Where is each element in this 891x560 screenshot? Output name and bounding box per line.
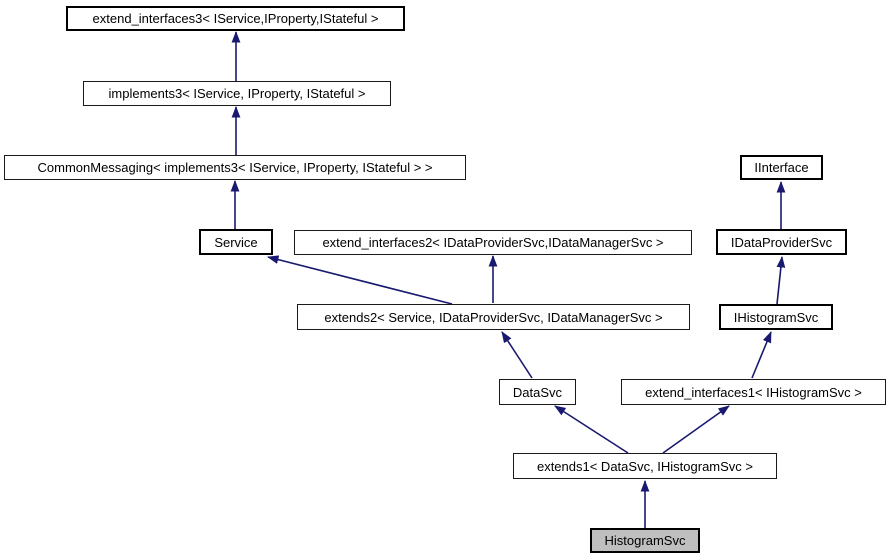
edge-extends1-to-datasvc xyxy=(554,405,629,454)
edge-extend_interfaces1-to-ihistogramsvc xyxy=(751,331,772,379)
node-datasvc[interactable]: DataSvc xyxy=(499,379,576,405)
node-service[interactable]: Service xyxy=(199,229,273,255)
node-extend-interfaces1[interactable]: extend_interfaces1< IHistogramSvc > xyxy=(621,379,886,405)
node-idataprovidersvc[interactable]: IDataProviderSvc xyxy=(716,229,847,255)
node-commonmessaging[interactable]: CommonMessaging< implements3< IService, … xyxy=(4,155,466,180)
node-implements3[interactable]: implements3< IService, IProperty, IState… xyxy=(83,81,391,106)
edge-extends2-to-service xyxy=(267,255,453,305)
edge-extends1-to-extend_interfaces1 xyxy=(662,405,730,454)
edge-ihistogramsvc-to-idataprovidersvc xyxy=(776,256,786,305)
node-extend-interfaces2[interactable]: extend_interfaces2< IDataProviderSvc,IDa… xyxy=(294,230,692,255)
node-extends1[interactable]: extends1< DataSvc, IHistogramSvc > xyxy=(513,453,777,479)
node-extends2[interactable]: extends2< Service, IDataProviderSvc, IDa… xyxy=(297,304,690,330)
node-extend-interfaces3[interactable]: extend_interfaces3< IService,IProperty,I… xyxy=(66,6,405,31)
node-ihistogramsvc[interactable]: IHistogramSvc xyxy=(719,304,833,330)
node-iinterface[interactable]: IInterface xyxy=(740,155,823,180)
edge-datasvc-to-extends2 xyxy=(501,331,533,379)
node-histogramsvc-current: HistogramSvc xyxy=(590,528,700,553)
